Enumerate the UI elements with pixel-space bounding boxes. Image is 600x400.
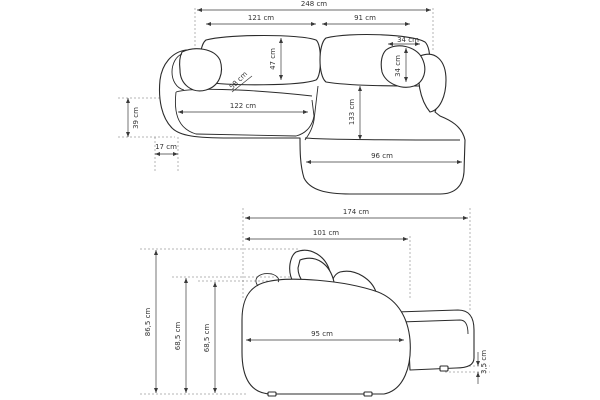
arrow-head [303,110,308,114]
arrow-head [476,372,480,377]
front-seat-seam [175,91,315,137]
arrow-head [206,22,211,26]
arrow-head [405,22,410,26]
arrow-head [476,361,480,366]
chaise-width-label: 96 cm [371,152,393,160]
arrow-head [245,216,250,220]
overall-depth-label: 174 cm [343,208,369,216]
leg-height-label: 3,5 cm [480,350,488,374]
chaise-side-seam [304,85,319,141]
left-seat-width-label: 121 cm [248,14,274,22]
height-a-label: 68,5 cm [174,322,182,351]
cushion-width-label: 34 cm [397,36,419,44]
arrow-head [311,22,316,26]
arrow-head [306,160,311,164]
arrow-head [178,110,183,114]
arrow-head [358,86,362,91]
front-leg [267,391,277,397]
left-round-pillow [179,48,223,92]
back-height-label: 47 cm [269,48,277,70]
arrow-head [246,338,251,342]
sofa-side-body [241,278,411,395]
arrow-head [126,132,130,137]
arrow-head [279,75,283,80]
front-seat-width-label: 122 cm [230,102,256,110]
left-pillow-back [171,53,185,91]
right-seat-width-label: 91 cm [354,14,376,22]
total-height-label: 86,5 cm [144,308,152,337]
right-round-pillow [380,45,426,88]
arrow-head [404,48,408,53]
arrow-head [126,98,130,103]
chaise-length-label: 133 cm [348,99,356,125]
body-depth-label: 95 cm [311,330,333,338]
arrow-head [279,38,283,43]
cushion-height-label: 34 cm [394,55,402,77]
chaise-platform-top [399,319,469,335]
arrow-head [155,152,160,156]
arrow-head [322,22,327,26]
arrow-head [154,388,158,393]
arrow-head [415,42,420,46]
top-view: 248 cm 121 cm 91 cm 47 cm 34 cm 34 cm 58… [118,0,466,195]
arrow-head [399,338,404,342]
arrow-head [213,282,217,287]
arrow-head [404,77,408,82]
depth-to-back-label: 101 cm [313,229,339,237]
chaise-platform [395,309,475,371]
seat-depth-line [231,75,253,93]
height-b-label: 68,5 cm [203,324,211,353]
chaise-seam [304,137,461,141]
arrow-head [388,42,393,46]
chaise-leg [439,365,449,372]
arrow-head [358,135,362,140]
arrow-head [213,388,217,393]
arrow-head [426,8,431,12]
side-offset-label: 17 cm [155,143,177,151]
seat-height-label: 39 cm [132,107,140,129]
arrow-head [184,278,188,283]
arrow-head [463,216,468,220]
arrow-head [197,8,202,12]
overall-width-label: 248 cm [301,0,327,8]
arrow-head [154,250,158,255]
arrow-head [245,237,250,241]
rear-leg [363,391,373,397]
side-view: 174 cm 101 cm 95 cm 86,5 cm 68,5 cm 68,5… [140,208,490,397]
arm-top [255,273,280,287]
arrow-head [184,388,188,393]
seat-edge-seam [175,88,313,97]
arrow-head [173,152,178,156]
arrow-head [457,160,462,164]
arrow-head [403,237,408,241]
